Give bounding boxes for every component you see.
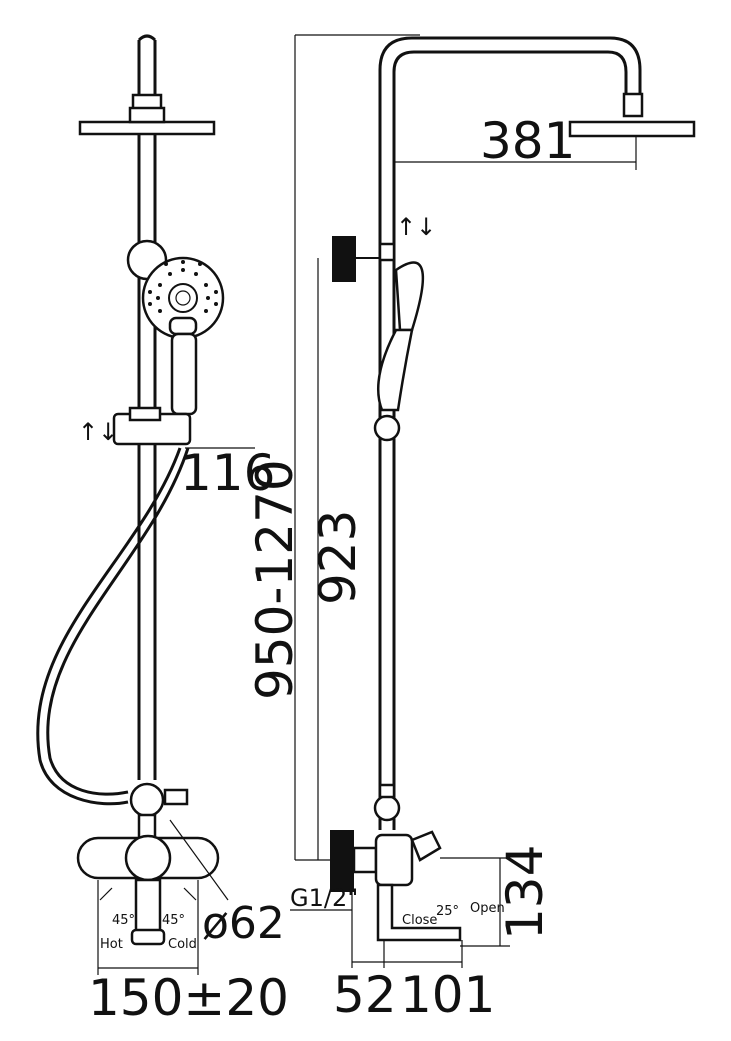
side-mixer-body [374, 833, 414, 887]
side-view: 950-1270 381 ↑↓ 923 [246, 34, 696, 1024]
hot-label: Hot [100, 937, 123, 952]
dim-handle-diameter: ø62 [202, 898, 285, 949]
side-wall-mount-upper [332, 236, 356, 282]
side-hand-shower-handle [376, 328, 414, 412]
side-diverter [373, 794, 401, 822]
hot-angle: 45° [112, 913, 135, 928]
front-hose [36, 447, 182, 806]
side-hand-shower-head [394, 261, 425, 332]
dim-slide-height: 923 [309, 510, 367, 605]
dim-head-reach: 381 [480, 112, 575, 170]
side-wall-mount-lower [330, 830, 354, 892]
side-riser-outer [378, 36, 642, 830]
side-lever [410, 830, 442, 862]
side-spout [376, 883, 462, 942]
side-slider [373, 414, 401, 442]
front-diverter [129, 782, 165, 818]
side-riser-inner [392, 50, 628, 830]
side-adjust-arrows: ↑↓ [396, 213, 436, 241]
front-hand-shower-handle [170, 332, 198, 416]
dim-connection-size: G1/2" [290, 884, 358, 912]
front-adjust-arrows: ↑↓ [78, 418, 118, 446]
dim-spout-reach: 101 [400, 966, 495, 1024]
dim-mixer-height: 134 [496, 845, 554, 940]
front-hand-shower-nozzles [148, 260, 218, 313]
front-view: ↑↓ 116 45° 45° Hot Cold ø62 150±20 [36, 34, 289, 1027]
dim-centers: 150±20 [88, 969, 289, 1027]
lever-angle: 25° [436, 904, 459, 919]
side-overhead-shower-head [568, 120, 696, 138]
cold-label: Cold [168, 937, 197, 952]
close-label: Close [402, 913, 437, 928]
front-mixer-handle [124, 834, 172, 882]
front-overhead-shower-head [78, 120, 216, 136]
dim-116: 116 [180, 444, 275, 502]
open-label: Open [470, 901, 505, 916]
front-diverter-knob [163, 788, 189, 806]
dim-wall-depth: 52 [333, 966, 397, 1024]
dim-overall-height: 950-1270 [246, 459, 304, 700]
cold-angle: 45° [162, 913, 185, 928]
